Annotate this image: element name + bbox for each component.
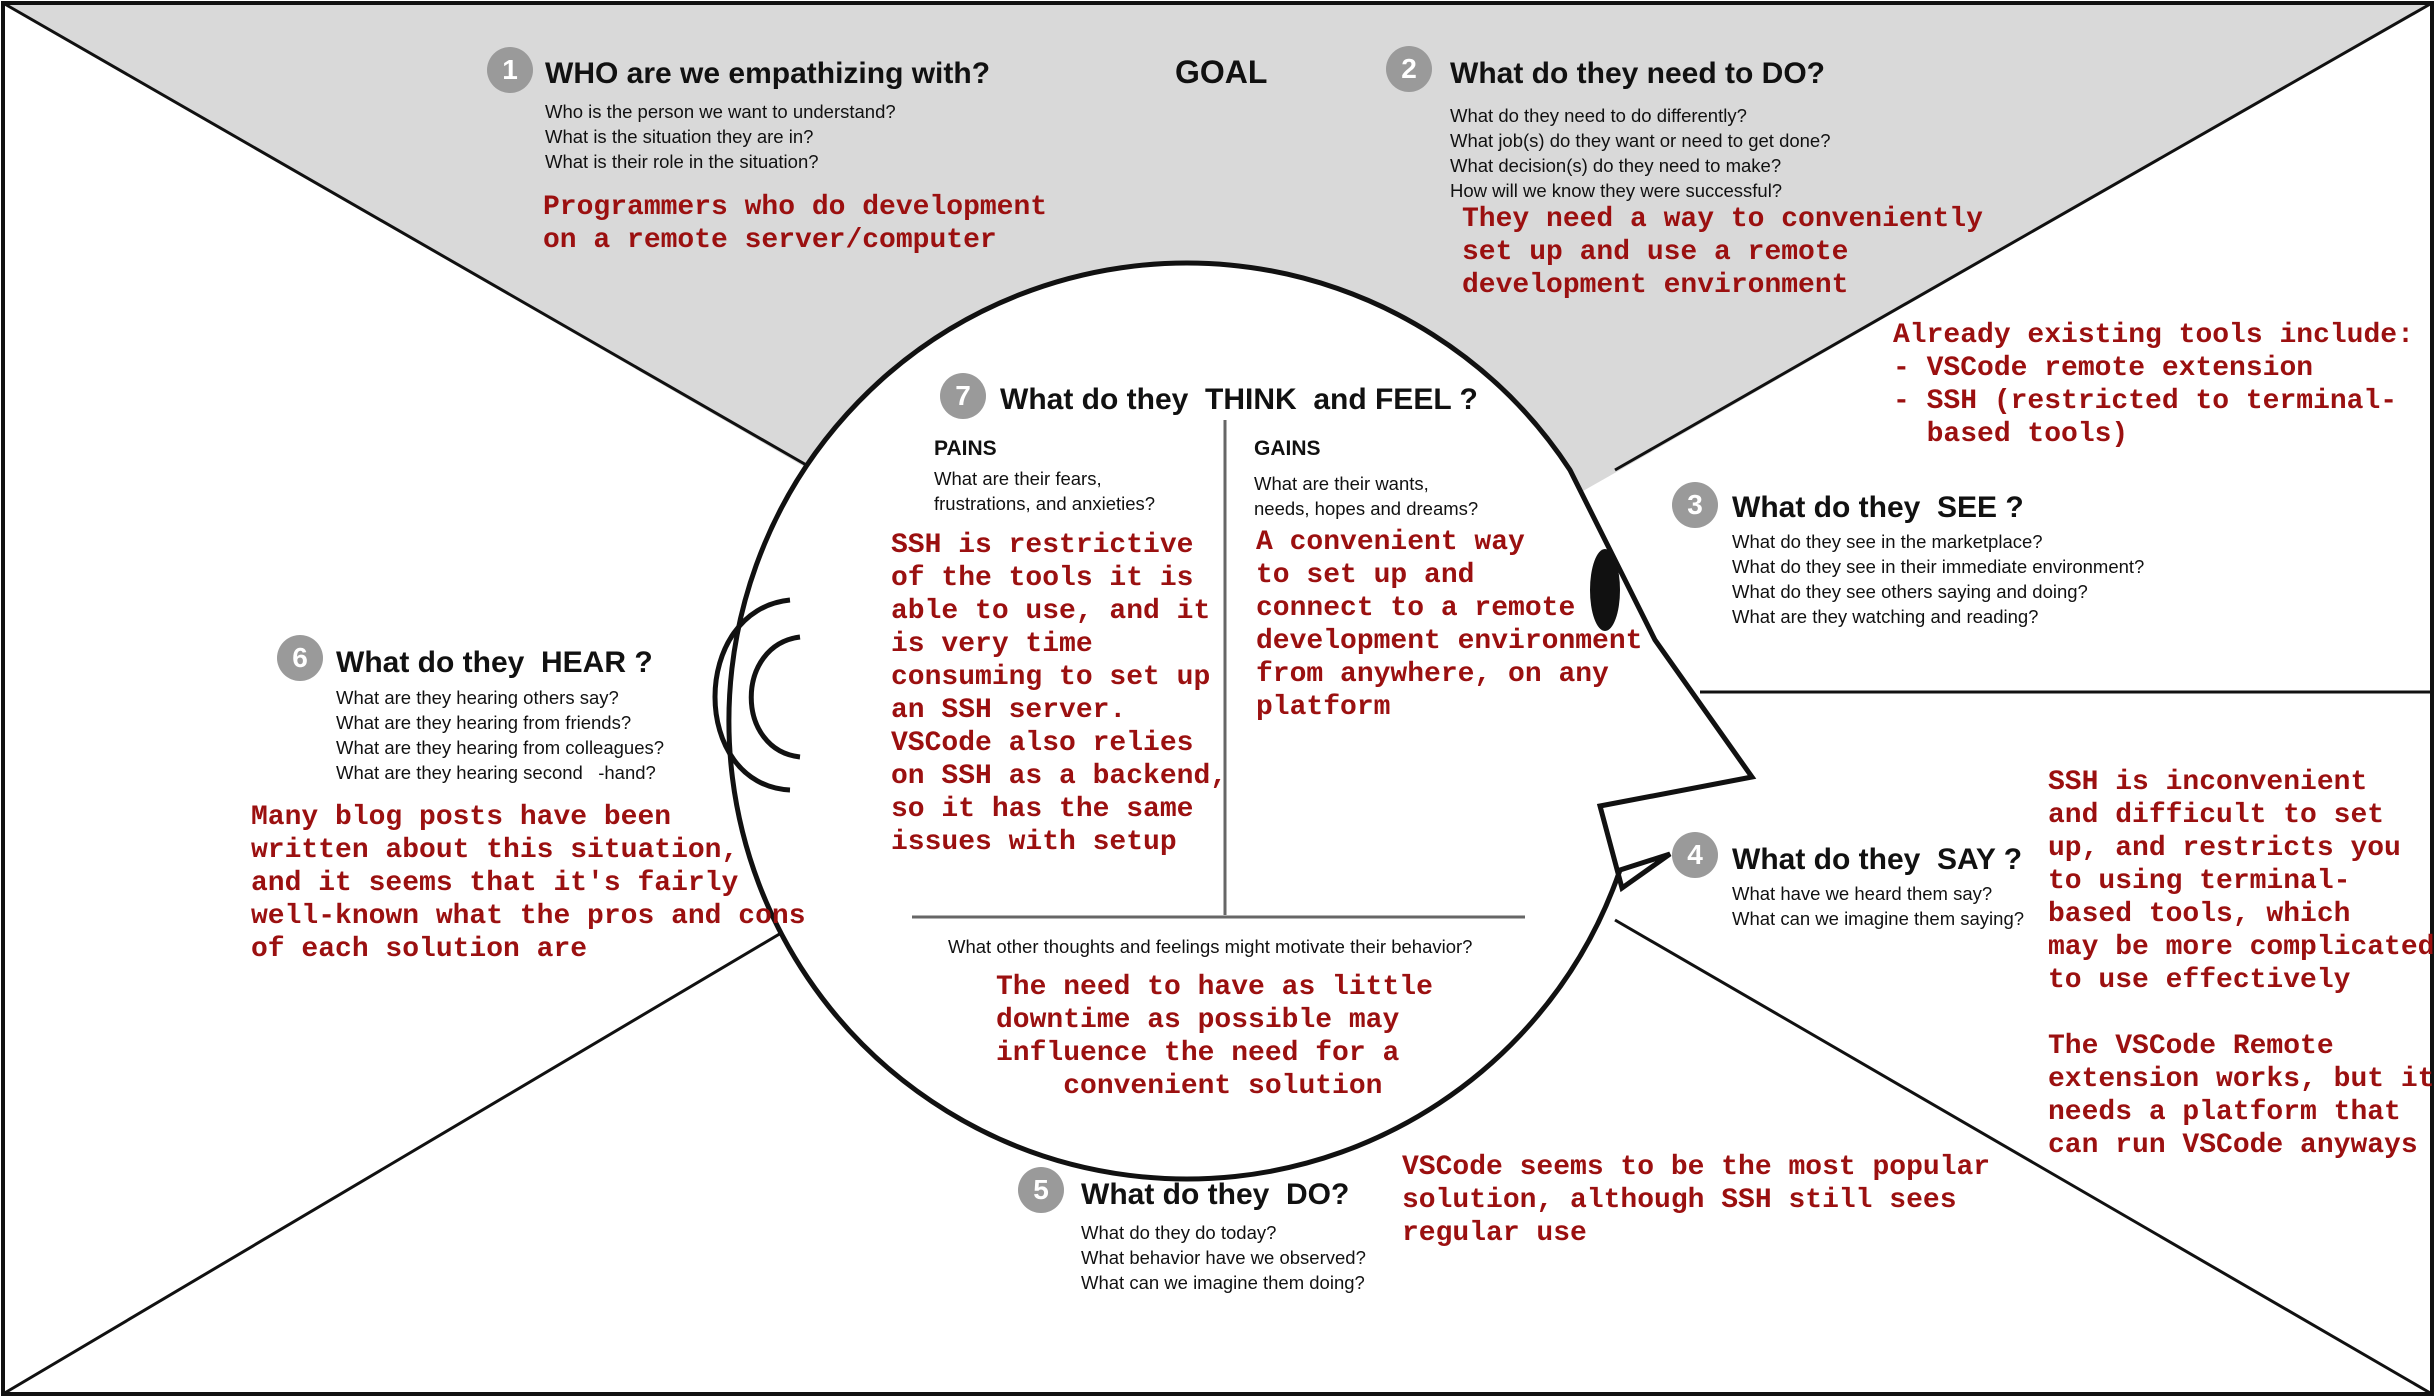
head-outline <box>726 260 1757 1182</box>
eye-icon <box>1590 549 1620 631</box>
think-feel-title: What do they THINK and FEEL ? <box>1000 383 1478 416</box>
hear-question: What are they hearing second -hand? <box>336 762 656 783</box>
who-answer: Programmers who do development on a remo… <box>543 192 1048 256</box>
hear-question: What are they hearing from friends? <box>336 712 632 733</box>
who-question: What is their role in the situation? <box>545 151 819 172</box>
diagonal-bottom-right <box>1614 918 2433 1396</box>
hear-title: What do they HEAR ? <box>336 646 653 679</box>
gains-label: GAINS <box>1254 437 1321 460</box>
section-number-6: 6 <box>277 635 323 681</box>
see-title: What do they SEE ? <box>1732 491 2024 524</box>
ear-icon <box>712 597 791 793</box>
ear-inner-icon <box>748 634 801 760</box>
see-question: What do they see in the marketplace? <box>1732 531 2043 552</box>
hear-answer: Many blog posts have been written about … <box>251 802 806 965</box>
diagonal-top-right <box>1614 1 2433 472</box>
diagonal-top-left <box>2 1 816 472</box>
do-need-answer: They need a way to conveniently set up a… <box>1462 204 1983 301</box>
section-number-5: 5 <box>1018 1167 1064 1213</box>
section-number-2: 2 <box>1386 46 1432 92</box>
who-question: What is the situation they are in? <box>545 126 814 147</box>
diagonal-bottom-left <box>2 908 821 1396</box>
section-number-3: 3 <box>1672 482 1718 528</box>
other-question: What other thoughts and feelings might m… <box>948 936 1473 957</box>
pains-answer: SSH is restrictive of the tools it is ab… <box>891 530 1228 858</box>
do-title: What do they DO? <box>1081 1178 1350 1211</box>
see-answer: Already existing tools include: - VSCode… <box>1893 320 2414 450</box>
gains-answer: A convenient way to set up and connect t… <box>1256 527 1643 723</box>
do-need-question: What decision(s) do they need to make? <box>1450 155 1782 176</box>
say-answer: SSH is inconvenient and difficult to set… <box>2048 767 2435 1161</box>
pains-label: PAINS <box>934 437 997 460</box>
do-question: What behavior have we observed? <box>1081 1247 1366 1268</box>
who-title: WHO are we empathizing with? <box>545 57 991 90</box>
section-number-7: 7 <box>940 373 986 419</box>
do-need-question: How will we know they were successful? <box>1450 180 1783 201</box>
hear-questions: What are they hearing others say? What a… <box>336 685 664 785</box>
do-need-question: What do they need to do differently? <box>1450 105 1747 126</box>
say-questions: What have we heard them say? What can we… <box>1732 881 2024 931</box>
do-need-questions: What do they need to do differently? Wha… <box>1450 103 1831 203</box>
hear-question: What are they hearing from colleagues? <box>336 737 665 758</box>
do-need-question: What job(s) do they want or need to get … <box>1450 130 1831 151</box>
other-answer: The need to have as little downtime as p… <box>996 972 1433 1102</box>
do-answer: VSCode seems to be the most popular solu… <box>1402 1152 1991 1249</box>
do-question: What can we imagine them doing? <box>1081 1272 1365 1293</box>
hear-question: What are they hearing others say? <box>336 687 619 708</box>
see-question: What are they watching and reading? <box>1732 606 2039 627</box>
section-number-1: 1 <box>487 47 533 93</box>
say-question: What can we imagine them saying? <box>1732 908 2025 929</box>
pains-question: What are their fears, frustrations, and … <box>934 468 1156 514</box>
see-questions: What do they see in the marketplace? Wha… <box>1732 529 2144 629</box>
see-question: What do they see in their immediate envi… <box>1732 556 2145 577</box>
who-question: Who is the person we want to understand? <box>545 101 896 122</box>
gains-question: What are their wants, needs, hopes and d… <box>1254 473 1479 519</box>
do-need-title: What do they need to DO? <box>1450 57 1825 90</box>
say-title: What do they SAY ? <box>1732 843 2023 876</box>
goal-label: GOAL <box>1175 54 1268 90</box>
see-question: What do they see others saying and doing… <box>1732 581 2088 602</box>
section-number-4: 4 <box>1672 832 1718 878</box>
say-question: What have we heard them say? <box>1732 883 1993 904</box>
do-question: What do they do today? <box>1081 1222 1277 1243</box>
who-questions: Who is the person we want to understand?… <box>545 99 896 174</box>
do-questions: What do they do today? What behavior hav… <box>1081 1220 1366 1295</box>
